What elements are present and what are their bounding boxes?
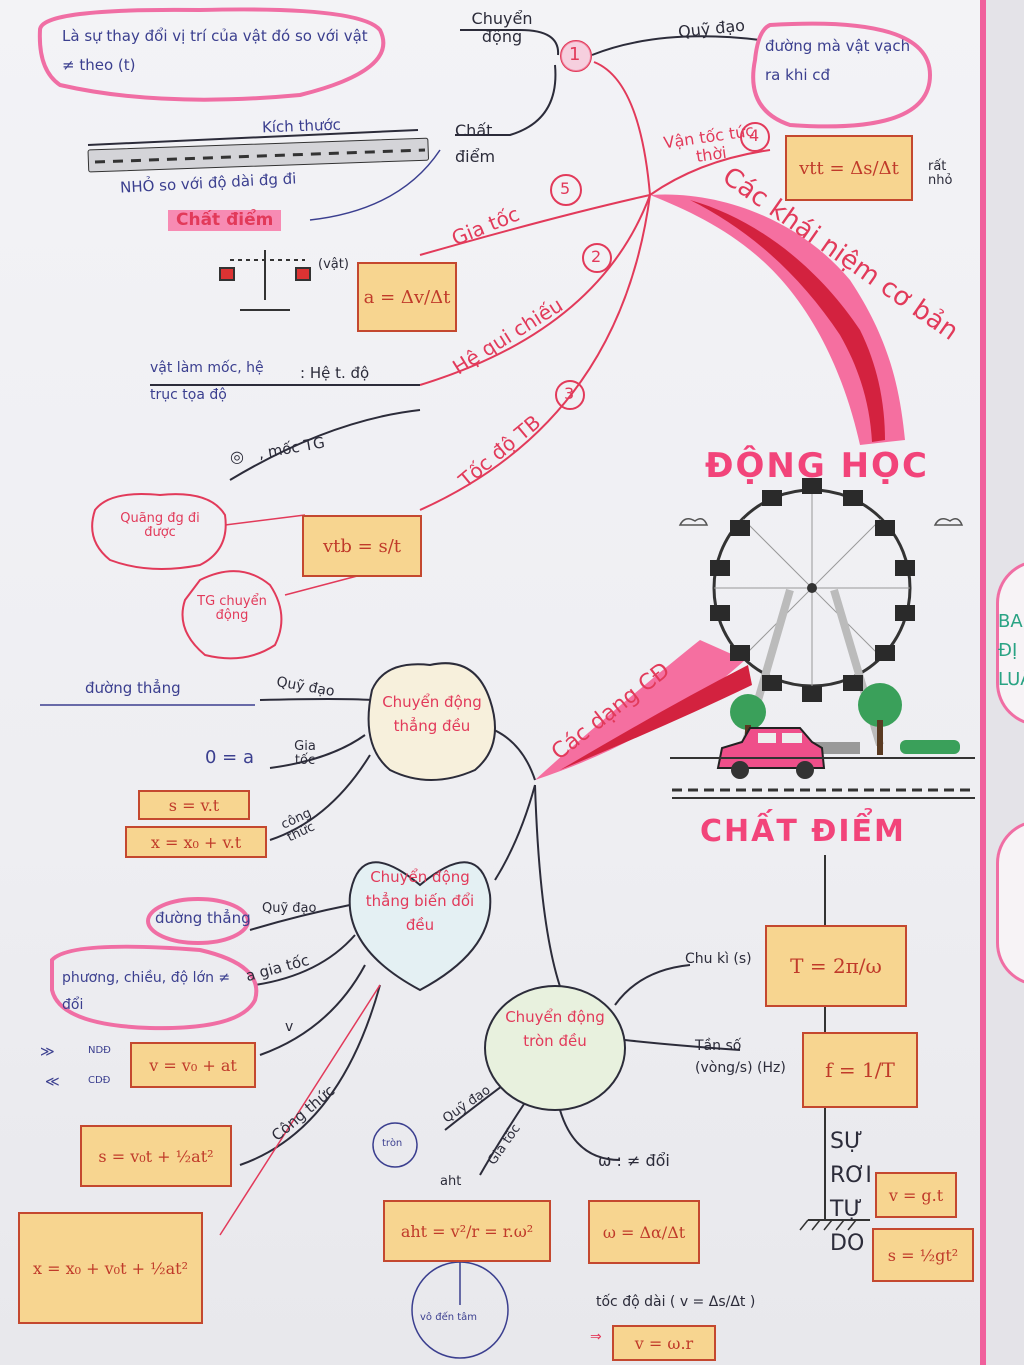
- arrow-icon: ⇒: [590, 1329, 602, 1345]
- freq-formula: f = 1/T: [802, 1032, 918, 1108]
- period-formula: T = 2π/ω: [765, 925, 907, 1007]
- branch-number-5: 5: [560, 179, 571, 198]
- road-drawing: [87, 129, 429, 173]
- line-accel: [419, 194, 651, 256]
- line-velocity: [649, 149, 771, 196]
- branch-number-3: 3: [564, 384, 575, 403]
- size-label: Kích thước: [261, 115, 342, 137]
- acc-acc-value: phương, chiều, độ lớn ≠ đổi: [62, 970, 231, 1013]
- branch-number-4: 4: [749, 126, 760, 145]
- uniform-traj-value: đường thẳng: [85, 679, 181, 697]
- accelerated-node[interactable]: Chuyển động thẳng biến đổi đều: [365, 868, 475, 934]
- x-arrow: [219, 984, 381, 1236]
- ribbon-types: [535, 640, 745, 780]
- circle-sketch: [372, 1122, 418, 1168]
- freq-label: Tần số (vòng/s) (Hz): [695, 1038, 786, 1077]
- branch-number-1: 1: [569, 44, 581, 65]
- definition-outline: [37, 7, 386, 102]
- frame-coord: : Hệ t. độ: [300, 364, 370, 382]
- acc-traj-oval: [146, 897, 250, 945]
- centripetal-formula: aht = v²/r = r.ω²: [383, 1200, 551, 1262]
- branch-number-2: 2: [591, 247, 602, 266]
- line-point: [455, 64, 557, 136]
- velocity-note: rất nhỏ: [928, 159, 953, 189]
- circ-circle-label: tròn: [382, 1138, 403, 1149]
- freefall-label: SỰ RƠI TỰ DO: [830, 1129, 872, 1257]
- line-hub: [593, 61, 651, 196]
- omega-label: ω : ≠ đổi: [598, 1151, 670, 1170]
- line-circular: [534, 784, 566, 1001]
- clock-icon: ◎: [230, 447, 244, 466]
- subtitle: CHẤT ĐIỂM: [700, 814, 906, 849]
- line-trajectory: [591, 35, 761, 56]
- acc-prop-oval: [50, 944, 259, 1031]
- line-accelerated: [494, 784, 536, 881]
- ferris-wheel-drawing: [678, 478, 964, 747]
- uniform-acc-label: Gia tốc: [294, 739, 316, 769]
- less-icon: ≪: [45, 1074, 60, 1090]
- acc-formula-3: x = x₀ + v₀t + ½at²: [18, 1212, 203, 1324]
- motion-definition: Là sự thay đổi vị trí của vật đó so với …: [62, 27, 368, 74]
- uniform-formula-2: x = x₀ + v.t: [125, 826, 267, 858]
- line-frame: [419, 194, 651, 386]
- avg-formula: vtb = s/t: [302, 515, 422, 577]
- greater-icon: ≫: [40, 1044, 55, 1060]
- speed-formula: v = ω.r: [612, 1325, 716, 1361]
- circular-node[interactable]: Chuyển động tròn đều: [505, 1008, 605, 1050]
- line-avg: [419, 194, 651, 511]
- trajectory-definition: đường mà vật vạch ra khi cđ: [765, 37, 911, 84]
- main-title: ĐỘNG HỌC: [705, 446, 929, 486]
- avg-time: TG chuyển động: [197, 594, 267, 624]
- avg-distance: Quãng đg đi được: [120, 511, 200, 541]
- uniform-node-shape: [367, 662, 496, 781]
- acc-traj-value: đường thẳng: [155, 909, 251, 927]
- motion-label: Chuyển động: [471, 9, 533, 46]
- acc-cdd: CDĐ: [88, 1075, 111, 1086]
- frame-reference: vật làm mốc, hệ trục tọa độ: [150, 360, 264, 403]
- trajectory-outline: [751, 21, 933, 129]
- trees-drawing: [730, 683, 960, 755]
- point-link: [309, 149, 441, 221]
- point-label: Chất điểm: [455, 121, 496, 166]
- time-cloud: [181, 570, 283, 660]
- omega-formula: ω = Δα/Δt: [588, 1200, 700, 1264]
- dist-arrow: [224, 514, 306, 526]
- car-drawing: [716, 727, 826, 779]
- center-label: vô đến tâm: [420, 1312, 478, 1323]
- edge-tab: [996, 820, 1024, 986]
- line-motion: [460, 29, 560, 56]
- speed-label: tốc độ dài ( v = Δs/Δt ): [596, 1294, 756, 1310]
- period-label: Chu kì (s): [685, 951, 752, 967]
- acc-formula-2: s = v₀t + ½at²: [80, 1125, 232, 1187]
- acc-ndd: NDĐ: [88, 1045, 111, 1056]
- ribbon-concepts: [650, 194, 905, 445]
- freefall-formula-1: v = g.t: [875, 1172, 957, 1218]
- edge-text: BA ĐỊ LUẬ: [998, 611, 1024, 690]
- edge-tab: [996, 560, 1024, 726]
- accelerated-node-shape: [348, 861, 492, 992]
- accel-formula: a = Δv/Δt: [357, 262, 457, 332]
- acc-formula-1: v = v₀ + at: [130, 1042, 256, 1088]
- velocity-formula: vtt = Δs/Δt: [785, 135, 913, 201]
- clock-line: [229, 409, 421, 481]
- uniform-formula-1: s = v.t: [138, 790, 250, 820]
- balance-drawing: [219, 250, 311, 311]
- uniform-node[interactable]: Chuyển động thẳng đều: [382, 693, 482, 735]
- object-label: (vật): [318, 257, 349, 272]
- acc-v-label: v: [285, 1019, 294, 1035]
- circ-aht-label: aht: [440, 1174, 462, 1189]
- point-tag: Chất điểm: [168, 210, 282, 231]
- distance-cloud: [91, 493, 227, 570]
- uniform-acc-value: 0 = a: [205, 747, 255, 768]
- circular-node-shape: [484, 985, 626, 1111]
- next-page-edge: BA ĐỊ LUẬ: [980, 0, 1024, 1365]
- freefall-formula-2: s = ½gt²: [872, 1228, 974, 1282]
- acc-traj-label: Quỹ đạo: [262, 901, 317, 916]
